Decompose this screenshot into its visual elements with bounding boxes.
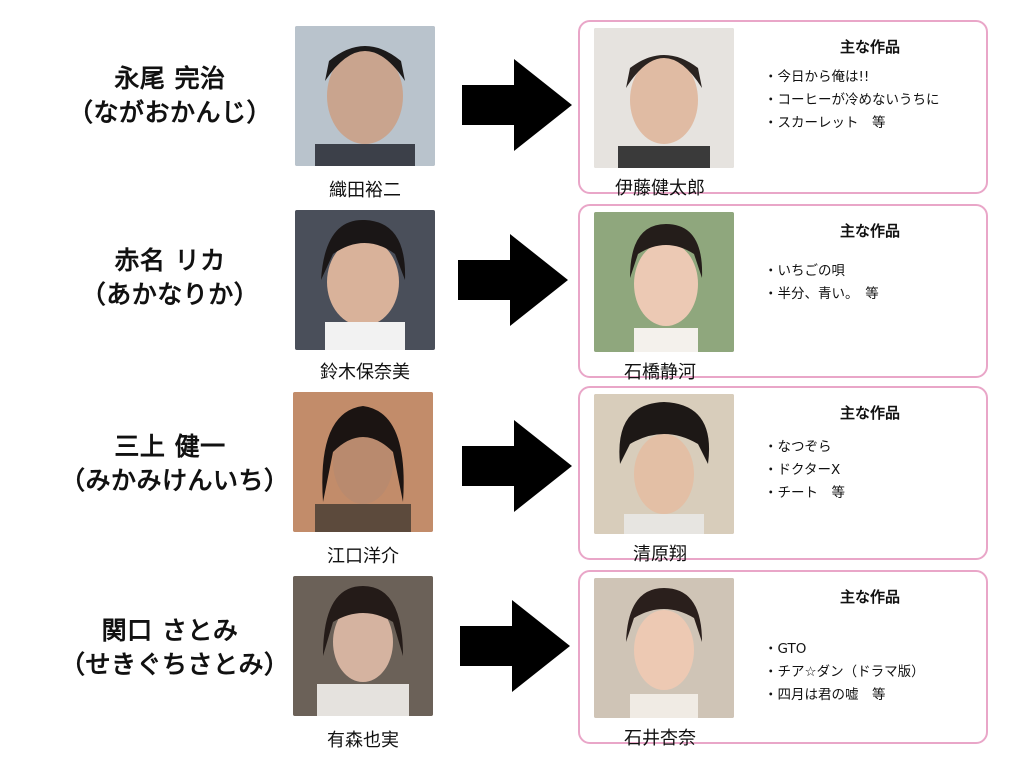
new-actor-name: 石橋静河 (624, 362, 696, 383)
original-actor-photo (295, 26, 435, 166)
works-item: ドクターX (764, 459, 845, 482)
new-actor-photo (594, 212, 734, 352)
original-actor-photo (293, 576, 433, 716)
cast-row: 関口 さとみ （せきぐちさとみ） 有森也実 石井杏奈 主な作品 GTO チア☆ダ… (0, 570, 1024, 755)
works-item: スカーレット 等 (764, 112, 940, 135)
role-name: 関口 さとみ (101, 616, 239, 645)
new-cast-card: 清原翔 主な作品 なつぞら ドクターX チート 等 (578, 386, 988, 565)
works-item: 今日から俺は!! (764, 66, 940, 89)
arrow-right-icon (460, 600, 570, 692)
works-item: 半分、青い。 等 (764, 283, 879, 306)
arrow-right-icon (462, 420, 572, 512)
works-title: 主な作品 (839, 222, 900, 240)
cast-row: 赤名 リカ （あかなりか） 鈴木保奈美 石橋静河 主な作品 いちごの唄 半分、青… (0, 202, 1024, 387)
arrow-right-icon (462, 59, 572, 151)
new-cast-card: 伊藤健太郎 主な作品 今日から俺は!! コーヒーが冷めないうちに スカーレット … (578, 20, 988, 199)
role-title: 関口 さとみ （せきぐちさとみ） (60, 614, 290, 682)
role-kana: （あかなりか） (80, 280, 260, 309)
original-actor-photo (293, 392, 433, 532)
cast-row: 永尾 完治 （ながおかんじ） 織田裕二 伊藤健太郎 主な作品 今日から俺は!! … (0, 18, 1024, 203)
works-title: 主な作品 (839, 404, 900, 422)
new-cast-card: 石井杏奈 主な作品 GTO チア☆ダン（ドラマ版） 四月は君の嘘 等 (578, 570, 988, 749)
works-title: 主な作品 (839, 38, 900, 56)
role-title: 赤名 リカ （あかなりか） (60, 244, 280, 312)
role-name: 永尾 完治 (114, 64, 226, 93)
works-item: いちごの唄 (764, 260, 879, 283)
role-name: 三上 健一 (114, 432, 226, 461)
works-list: 今日から俺は!! コーヒーが冷めないうちに スカーレット 等 (764, 66, 940, 135)
works-list: なつぞら ドクターX チート 等 (764, 436, 846, 505)
works-list: いちごの唄 半分、青い。 等 (764, 260, 879, 306)
works-item: GTO (764, 638, 925, 661)
role-kana: （みかみけんいち） (60, 466, 290, 495)
works-item: チート 等 (764, 482, 846, 505)
original-actor-name: 鈴木保奈美 (320, 362, 410, 383)
new-actor-photo (594, 28, 734, 168)
new-actor-name: 伊藤健太郎 (615, 178, 705, 199)
original-actor-name: 有森也実 (327, 730, 399, 751)
works-item: 四月は君の嘘 等 (764, 684, 925, 707)
role-title: 三上 健一 （みかみけんいち） (60, 430, 290, 498)
role-kana: （ながおかんじ） (67, 98, 272, 127)
works-title: 主な作品 (839, 588, 900, 606)
original-actor-photo (295, 210, 435, 350)
new-actor-photo (594, 394, 734, 534)
cast-row: 三上 健一 （みかみけんいち） 江口洋介 清原翔 主な作品 なつぞら ドクターX (0, 386, 1024, 571)
original-actor-name: 織田裕二 (329, 180, 401, 201)
arrow-right-icon (458, 234, 568, 326)
original-actor-name: 江口洋介 (327, 546, 399, 567)
works-list: GTO チア☆ダン（ドラマ版） 四月は君の嘘 等 (764, 638, 925, 707)
works-item: なつぞら (764, 436, 845, 459)
new-actor-name: 石井杏奈 (624, 728, 696, 749)
new-cast-card: 石橋静河 主な作品 いちごの唄 半分、青い。 等 (578, 204, 988, 383)
role-name: 赤名 リカ (114, 246, 226, 275)
works-item: チア☆ダン（ドラマ版） (764, 661, 925, 684)
role-title: 永尾 完治 （ながおかんじ） (60, 62, 280, 130)
new-actor-name: 清原翔 (633, 544, 687, 565)
works-item: コーヒーが冷めないうちに (764, 89, 940, 112)
role-kana: （せきぐちさとみ） (60, 650, 290, 679)
new-actor-photo (594, 578, 734, 718)
